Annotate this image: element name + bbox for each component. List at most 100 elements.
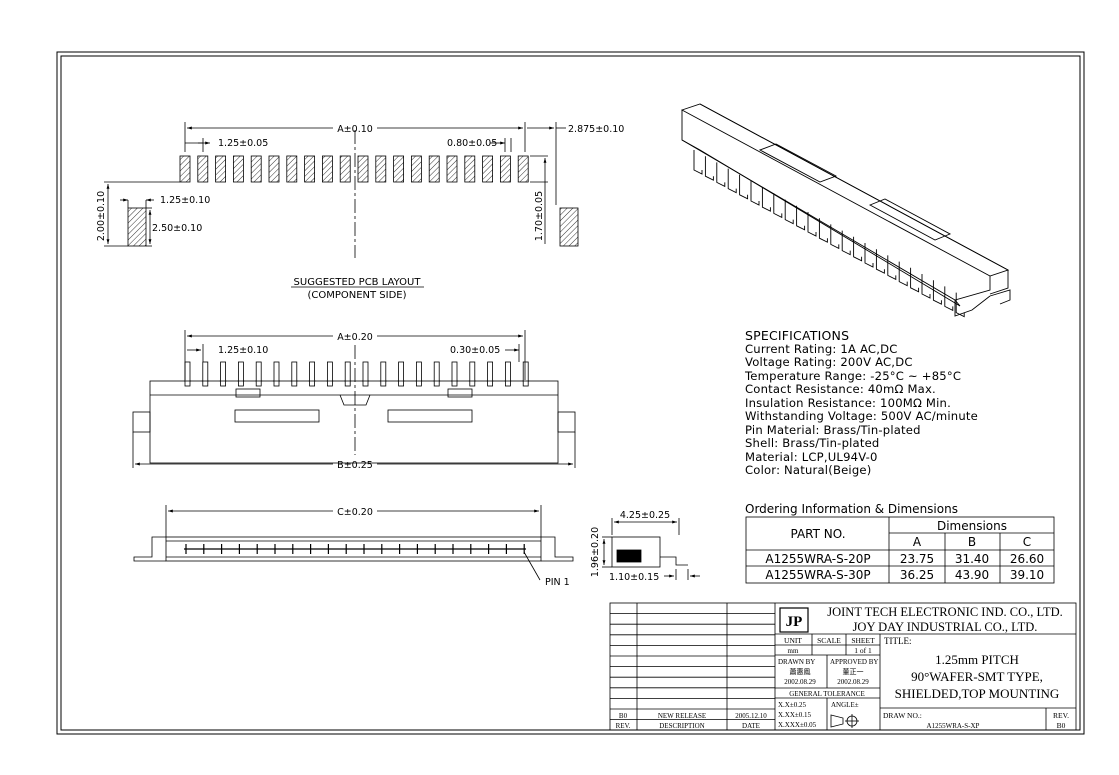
projection-symbol-icon [830, 714, 859, 728]
pcb-pad [517, 155, 529, 183]
pcb-layout-view [104, 122, 579, 288]
pcb-dim-side-w: 1.25±0.10 [160, 195, 210, 206]
front-pin [433, 361, 440, 387]
front-pin [398, 361, 405, 387]
inner-border [60, 55, 1081, 731]
pcb-pad [428, 155, 440, 183]
title-line-1: 1.25mm PITCH [935, 652, 1019, 667]
iso-pin [761, 187, 771, 212]
unit-label: UNIT [784, 636, 802, 645]
front-pin [522, 361, 529, 387]
col-rev: REV. [616, 722, 631, 730]
iso-pin [887, 255, 897, 281]
iso-pin [910, 267, 920, 293]
rev-value: B0 [1057, 721, 1066, 730]
side-dim-foot: 1.10±0.15 [609, 572, 659, 583]
title-line-2: 90°WAFER-SMT TYPE, [911, 669, 1043, 684]
front-pin [469, 361, 476, 387]
pcb-dim-pad-len: 1.70±0.05 [534, 191, 545, 241]
front-pin [344, 361, 351, 387]
iso-pin [704, 156, 714, 181]
pcb-pad [375, 155, 387, 183]
bottom-view [133, 505, 574, 581]
specifications: SPECIFICATIONS Current Rating: 1A AC,DC … [745, 329, 978, 478]
draw-no: A1255WRA-S-XP [927, 722, 980, 730]
iso-pin [944, 286, 954, 312]
pcb-pad [410, 155, 422, 183]
company-name-1: JOINT TECH ELECTRONIC IND. CO., LTD. [827, 605, 1063, 619]
spec-line: Temperature Range: -25°C ~ +85°C [745, 368, 962, 383]
iso-pin [739, 174, 749, 200]
pcb-dim-a: A±0.10 [337, 124, 373, 135]
iso-pin [750, 181, 760, 206]
pcb-subtitle: (COMPONENT SIDE) [307, 290, 406, 301]
front-dim-pitch: 1.25±0.10 [218, 345, 268, 356]
front-pin [487, 361, 494, 387]
pcb-pad [464, 155, 476, 183]
pcb-pad [250, 155, 262, 183]
ordering-heading: Ordering Information & Dimensions [745, 502, 958, 516]
iso-pin [853, 236, 863, 262]
spec-line: Current Rating: 1A AC,DC [745, 341, 898, 356]
front-pin [202, 361, 209, 387]
front-dim-pin-w: 0.30±0.05 [450, 345, 500, 356]
ordering-dims-header: Dimensions [937, 519, 1007, 533]
sheet-value: 1 of 1 [854, 646, 872, 655]
pcb-pad [232, 155, 244, 183]
revision-description: NEW RELEASE [658, 712, 706, 720]
pcb-dim-pitch: 1.25±0.05 [218, 138, 268, 149]
pcb-pad [393, 155, 405, 183]
front-dim-a: A±0.20 [337, 332, 373, 343]
tolerance-label: GENERAL TOLERANCE [789, 690, 865, 698]
ordering-part-header: PART NO. [790, 527, 845, 541]
front-pin [255, 361, 262, 387]
ordering-col-a: A [913, 535, 922, 549]
col-description: DESCRIPTION [659, 722, 705, 730]
approved-by-label: APPROVED BY [830, 658, 878, 666]
spec-line: Withstanding Voltage: 500V AC/minute [745, 409, 978, 423]
pcb-dim-height: 2.00±0.10 [96, 191, 107, 241]
approved-by-name: 董正一 [843, 667, 864, 676]
title-block [609, 602, 1077, 731]
drawn-date: 2002.08.29 [784, 678, 816, 686]
side-pad-left [127, 207, 147, 247]
iso-pin [830, 224, 840, 250]
ordering-row1-a: 23.75 [900, 552, 934, 566]
pcb-pad [321, 155, 333, 183]
rev-label: REV. [1053, 711, 1069, 720]
isometric-view [680, 103, 1011, 318]
iso-pin [875, 249, 885, 274]
revision-date: 2005.12.10 [735, 712, 767, 720]
col-date: DATE [742, 722, 760, 730]
iso-pin [921, 274, 931, 299]
angle-label: ANGLE± [831, 701, 859, 709]
pcb-dim-pad-width: 0.80±0.05 [447, 138, 497, 149]
pcb-title: SUGGESTED PCB LAYOUT [294, 277, 422, 288]
front-pin [220, 361, 227, 387]
pcb-pad [357, 155, 369, 183]
spec-line: Voltage Rating: 200V AC,DC [745, 355, 913, 369]
front-dim-b: B±0.25 [337, 460, 373, 471]
front-pin [309, 361, 316, 387]
bottom-dim-c: C±0.20 [337, 507, 373, 518]
spec-line: Color: Natural(Beige) [745, 463, 872, 477]
front-pin [380, 361, 387, 387]
ordering-row1-b: 31.40 [955, 552, 989, 566]
ordering-row2-b: 43.90 [955, 568, 989, 582]
tolerance-2: X.XX±0.15 [778, 711, 812, 719]
ordering-col-c: C [1023, 535, 1031, 549]
scale-label: SCALE [817, 636, 841, 645]
pcb-pad [197, 155, 209, 183]
pcb-pad [446, 155, 458, 183]
side-dim-depth: 4.25±0.25 [620, 510, 670, 521]
title-line-3: SHIELDED,TOP MOUNTING [895, 686, 1060, 701]
draw-no-label: DRAW NO.: [883, 711, 922, 720]
iso-pin [818, 218, 828, 243]
spec-line: Pin Material: Brass/Tin-plated [745, 422, 921, 437]
pcb-pad [304, 155, 316, 183]
ordering-row1-part: A1255WRA-S-20P [765, 552, 870, 566]
outer-border [56, 51, 1085, 735]
pcb-pad [179, 155, 191, 183]
iso-pin [841, 230, 851, 256]
